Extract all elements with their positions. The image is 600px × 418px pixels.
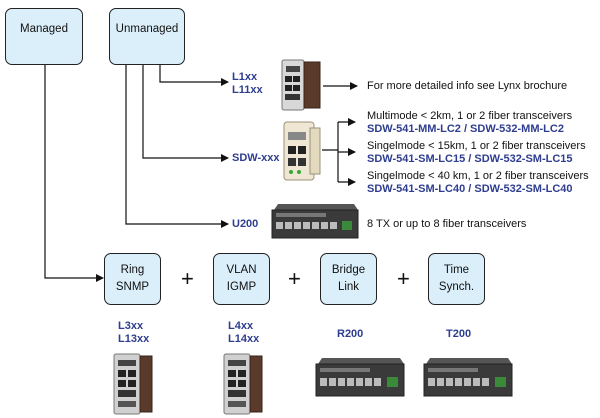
l3-product-name: L3xx L13xx xyxy=(118,320,150,345)
feature-vlan-line1: VLAN xyxy=(226,264,257,276)
sdw-option-3-desc: Singelmode < 40 km, 1 or 2 fiber transce… xyxy=(367,170,589,182)
l1-device-image xyxy=(281,59,321,111)
r200-device-image xyxy=(315,358,405,397)
sdw-option-2-models: SDW-541-SM-LC15 / SDW-532-SM-LC15 xyxy=(367,153,573,165)
sdw-device-image xyxy=(283,121,321,181)
l4-device-image xyxy=(223,353,263,415)
feature-box-ring-snmp: Ring SNMP xyxy=(104,253,161,305)
u200-connector xyxy=(125,64,229,228)
managed-connector xyxy=(44,64,104,282)
sdw-option-1-desc: Multimode < 2km, 1 or 2 fiber transceive… xyxy=(367,110,573,122)
feature-bridge-line2: Link xyxy=(337,281,360,293)
l4-product-name: L4xx L14xx xyxy=(228,320,260,345)
feature-vlan-line2: IGMP xyxy=(226,281,257,293)
u200-product-name: U200 xyxy=(232,218,259,230)
feature-box-vlan-igmp: VLAN IGMP xyxy=(213,253,270,305)
sdw-option-1: Multimode < 2km, 1 or 2 fiber transceive… xyxy=(367,110,572,136)
plus-sign-2: + xyxy=(288,266,301,291)
sdw-option-3-models: SDW-541-SM-LC40 / SDW-532-SM-LC40 xyxy=(367,183,573,195)
sdw-option-2: Singelmode < 15km, 1 or 2 fiber transcei… xyxy=(367,140,586,166)
unmanaged-box: Unmanaged xyxy=(109,8,185,65)
sdw-option-3: Singelmode < 40 km, 1 or 2 fiber transce… xyxy=(367,170,589,196)
feature-box-bridge-link: Bridge Link xyxy=(320,253,377,305)
t200-product-name: T200 xyxy=(446,328,472,340)
t200-device-image xyxy=(423,358,513,397)
plus-sign-3: + xyxy=(397,266,410,291)
u200-device-image xyxy=(271,204,359,239)
sdw-product-name: SDW-xxx xyxy=(232,152,280,164)
managed-box: Managed xyxy=(5,8,83,65)
r200-product-name: R200 xyxy=(337,328,364,340)
plus-sign-1: + xyxy=(181,266,194,291)
sdw-option-2-desc: Singelmode < 15km, 1 or 2 fiber transcei… xyxy=(367,140,586,152)
l1-note: For more detailed info see Lynx brochure xyxy=(367,80,568,92)
feature-ring-line2: SNMP xyxy=(115,281,150,293)
u200-note: 8 TX or up to 8 fiber transceivers xyxy=(367,218,527,230)
sdw-option-1-models: SDW-541-MM-LC2 / SDW-532-MM-LC2 xyxy=(367,123,564,135)
l1-connector xyxy=(159,64,229,86)
unmanaged-label: Unmanaged xyxy=(115,23,179,35)
feature-time-line1: Time xyxy=(443,264,470,276)
feature-ring-line1: Ring xyxy=(120,264,145,276)
managed-label: Managed xyxy=(20,23,68,35)
l3-device-image xyxy=(113,353,153,415)
sdw-connector xyxy=(142,64,229,162)
feature-bridge-line1: Bridge xyxy=(331,264,366,276)
feature-box-time-synch: Time Synch. xyxy=(428,253,485,305)
feature-time-line2: Synch. xyxy=(438,281,475,293)
sdw-fan xyxy=(322,122,339,182)
l1-product-name: L1xx L11xx xyxy=(232,71,263,96)
